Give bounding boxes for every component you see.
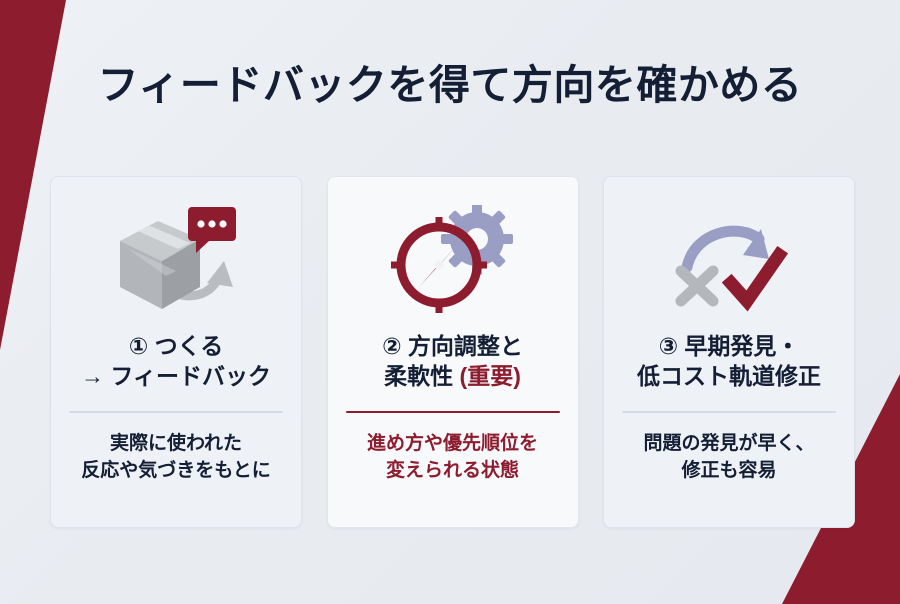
feature-card-row: ① つくる → フィードバック 実際に使われた 反応や気づきをもとに [50,176,855,528]
card-early-detection[interactable]: ③ 早期発見・ 低コスト軌道修正 問題の発見が早く、 修正も容易 [603,176,855,528]
card-title-line2: → フィードバック [81,363,271,390]
card-title-line2: 低コスト軌道修正 [637,363,821,390]
card-desc-line2: 反応や気づきをもとに [81,460,271,482]
card-title-line2: 柔軟性 (重要) [382,361,523,391]
card-desc-line1: 問題の発見が早く、 [643,432,815,454]
card-divider [345,410,560,413]
card-direction-flexibility[interactable]: ② 方向調整と 柔軟性 (重要) 進め方や優先順位を 変えられる状態 [326,176,579,528]
card-title-line1: ① つくる [128,333,224,359]
card-title-emphasis: (重要) [459,363,521,390]
box-with-feedback-bubble-icon [65,193,287,329]
card-title-line2-main: 柔軟性 [384,363,460,390]
card-divider [622,410,836,413]
card-create-feedback[interactable]: ① つくる → フィードバック 実際に使われた 反応や気づきをもとに [50,176,302,528]
card-divider [69,410,283,413]
card-title: ③ 早期発見・ 低コスト軌道修正 [637,331,821,392]
card-description: 実際に使われた 反応や気づきをもとに [81,430,271,485]
card-title: ① つくる → フィードバック [81,331,271,392]
card-title: ② 方向調整と 柔軟性 (重要) [382,331,523,392]
compass-with-gear-icon [342,193,564,329]
card-desc-line1: 進め方や優先順位を [366,432,538,454]
card-description: 進め方や優先順位を 変えられる状態 [367,430,538,485]
card-title-line1: ② 方向調整と [382,333,523,359]
card-description: 問題の発見が早く、 修正も容易 [643,430,814,485]
card-desc-line2: 修正も容易 [681,460,777,482]
card-desc-line2: 変えられる状態 [385,460,519,482]
card-title-line1: ③ 早期発見・ [658,333,800,359]
cross-arrow-check-icon [618,193,840,329]
card-desc-line1: 実際に使われた [109,432,243,454]
page-title: フィードバックを得て方向を確かめる [97,62,803,108]
